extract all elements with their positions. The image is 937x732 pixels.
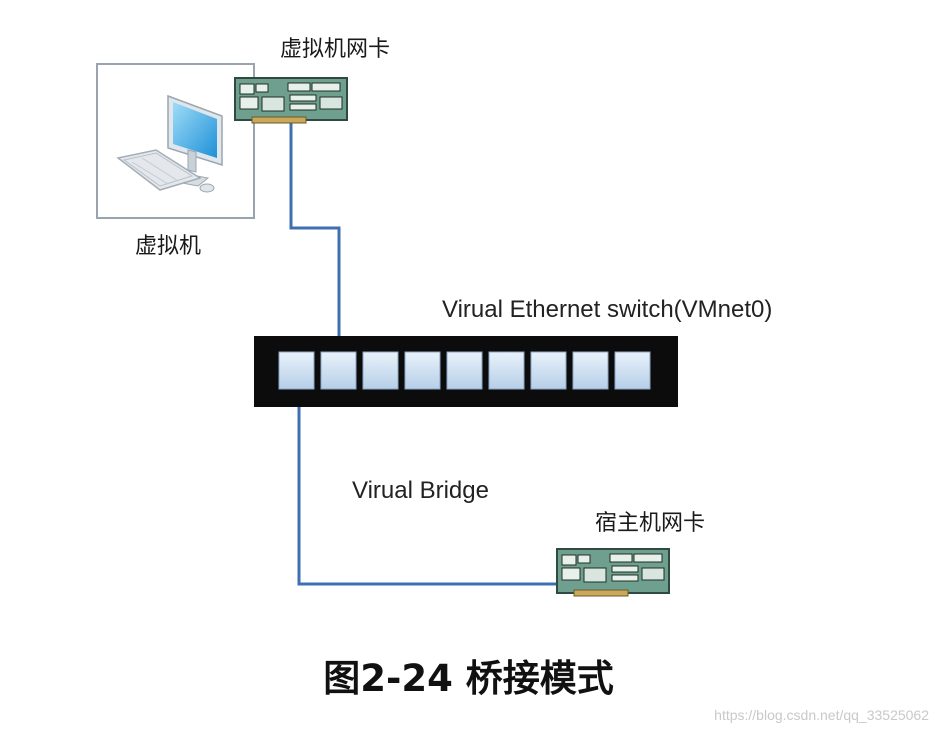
- switch-port: [446, 351, 483, 390]
- bridge-link-line: [297, 392, 558, 586]
- switch-label: Virual Ethernet switch(VMnet0): [442, 296, 773, 323]
- switch-port: [614, 351, 651, 390]
- switch-port: [278, 351, 315, 390]
- switch-port: [362, 351, 399, 390]
- switch-port: [320, 351, 357, 390]
- switch-port: [530, 351, 567, 390]
- switch-ports: [278, 351, 651, 390]
- computer-icon: [116, 94, 223, 193]
- host-nic-label: 宿主机网卡: [595, 511, 706, 536]
- vm-label: 虚拟机: [135, 234, 202, 259]
- bridge-label: Virual Bridge: [352, 477, 489, 504]
- switch-port: [572, 351, 609, 390]
- watermark: https://blog.csdn.net/qq_33525062: [714, 707, 929, 723]
- host-network-card-icon: [556, 548, 670, 597]
- vm-network-card-icon: [234, 77, 348, 124]
- switch-port: [488, 351, 525, 390]
- switch-port: [404, 351, 441, 390]
- vm-link-line: [289, 120, 341, 354]
- virtual-switch: [254, 336, 678, 407]
- vm-nic-label: 虚拟机网卡: [280, 37, 391, 62]
- figure-caption: 图2-24 桥接模式: [323, 657, 614, 700]
